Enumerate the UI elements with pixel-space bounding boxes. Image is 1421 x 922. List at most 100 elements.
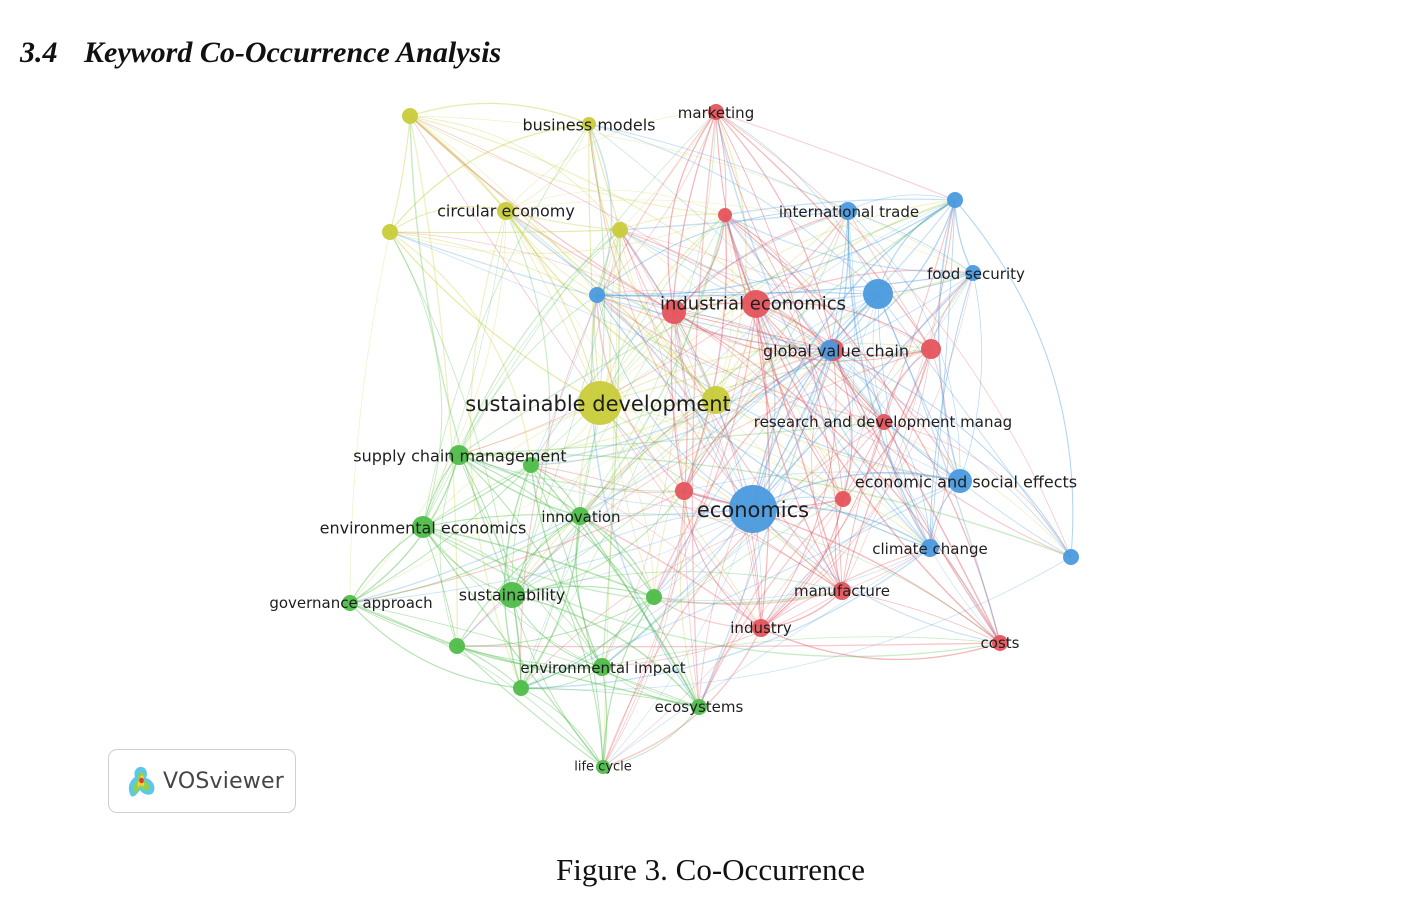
co-occurrence-link (422, 526, 843, 605)
keyword-node-life-cycle[interactable] (596, 760, 610, 774)
keyword-label-research-and-development-manag: research and development manag (754, 413, 1012, 431)
keyword-label-marketing: marketing (678, 104, 754, 122)
keyword-node-costs[interactable] (992, 635, 1008, 651)
keyword-node-yellow-d[interactable] (702, 386, 730, 414)
co-occurrence-link (456, 515, 581, 647)
co-occurrence-link (596, 294, 834, 351)
co-occurrence-link (653, 596, 762, 629)
co-occurrence-link (511, 464, 532, 596)
keyword-node-green-c[interactable] (449, 638, 465, 654)
co-occurrence-link (458, 399, 717, 456)
keyword-node-yellow-c[interactable] (612, 222, 628, 238)
co-occurrence-link (619, 229, 844, 500)
keyword-node-green-d[interactable] (513, 680, 529, 696)
keyword-node-yellow-a[interactable] (402, 108, 418, 124)
co-occurrence-link (841, 590, 1001, 644)
keyword-node-blue-a[interactable] (947, 192, 963, 208)
co-occurrence-link (530, 464, 843, 592)
co-occurrence-link (389, 229, 621, 234)
keyword-node-red-d[interactable] (835, 491, 851, 507)
keyword-node-green-b[interactable] (646, 589, 662, 605)
keyword-node-business-models[interactable] (582, 117, 596, 131)
keyword-node-economic-and-social-effects[interactable] (948, 469, 972, 493)
keyword-node-governance-approach[interactable] (342, 595, 358, 611)
co-occurrence-link (588, 123, 831, 351)
co-occurrence-link (929, 199, 956, 549)
co-occurrence-link (349, 602, 603, 668)
keyword-node-marketing[interactable] (708, 104, 724, 120)
co-occurrence-link (667, 111, 717, 313)
co-occurrence-link (841, 199, 956, 592)
co-occurrence-link (847, 210, 974, 274)
keyword-node-red-c[interactable] (921, 339, 941, 359)
keyword-label-governance-approach: governance approach (269, 594, 432, 612)
co-occurrence-link (530, 464, 762, 629)
co-occurrence-link (619, 213, 726, 231)
co-occurrence-link (511, 594, 604, 768)
keyword-node-green-a[interactable] (523, 457, 539, 473)
co-occurrence-link (715, 111, 727, 216)
co-occurrence-link (505, 111, 717, 212)
keyword-node-industry[interactable] (752, 619, 770, 637)
co-occurrence-link (755, 210, 849, 305)
co-occurrence-link (760, 627, 1001, 661)
co-occurrence-link (755, 303, 961, 482)
co-occurrence-link (530, 399, 717, 466)
co-occurrence-link (602, 311, 687, 768)
co-occurrence-link (602, 596, 655, 768)
keyword-node-economics[interactable] (729, 485, 777, 533)
co-occurrence-link (683, 214, 728, 492)
co-occurrence-link (698, 498, 844, 708)
keyword-node-international-trade[interactable] (839, 202, 857, 220)
keyword-node-manufacture[interactable] (833, 582, 851, 600)
keyword-node-environmental-impact[interactable] (593, 658, 611, 676)
keyword-node-blue-e[interactable] (820, 340, 840, 360)
keyword-label-life-cycle: life cycle (574, 760, 632, 775)
keyword-node-blue-c[interactable] (589, 287, 605, 303)
keyword-node-food-security[interactable] (965, 265, 981, 281)
co-occurrence-link (596, 272, 974, 297)
co-occurrence-link (760, 547, 931, 629)
co-occurrence-link (458, 454, 604, 768)
co-occurrence-link (505, 210, 551, 596)
keyword-node-red-b[interactable] (662, 300, 686, 324)
co-occurrence-link (715, 199, 956, 401)
keyword-node-industrial-economics[interactable] (742, 290, 770, 318)
keyword-node-innovation[interactable] (571, 507, 589, 525)
keyword-node-research-and-development-manag[interactable] (876, 414, 892, 430)
keyword-node-red-e[interactable] (675, 482, 693, 500)
co-occurrence-link (596, 210, 849, 296)
co-occurrence-link (389, 231, 961, 482)
keyword-node-circular-economy[interactable] (497, 202, 515, 220)
co-occurrence-link (877, 293, 1001, 644)
co-occurrence-link (422, 229, 621, 528)
co-occurrence-link (755, 303, 770, 629)
co-occurrence-link (599, 402, 762, 629)
co-occurrence-link (422, 526, 458, 647)
keyword-label-global-value-chain: global value chain (763, 342, 909, 361)
keyword-node-supply-chain-management[interactable] (449, 445, 469, 465)
keyword-node-environmental-economics[interactable] (412, 516, 434, 538)
co-occurrence-link (842, 272, 974, 500)
keyword-node-climate-change[interactable] (921, 539, 939, 557)
co-occurrence-link (389, 115, 411, 233)
co-occurrence-link (760, 421, 885, 629)
co-occurrence-link (511, 311, 675, 596)
keyword-node-blue-d[interactable] (1063, 549, 1079, 565)
co-occurrence-link (954, 199, 1074, 558)
co-occurrence-link (389, 231, 717, 401)
keyword-node-sustainable-development[interactable] (578, 381, 622, 425)
co-occurrence-link (588, 123, 879, 295)
co-occurrence-link (530, 214, 726, 466)
co-occurrence-link (760, 348, 932, 629)
keyword-node-ecosystems[interactable] (691, 699, 707, 715)
keyword-node-sustainability[interactable] (499, 582, 525, 608)
co-occurrence-link (458, 454, 581, 517)
keyword-node-red-a[interactable] (718, 208, 732, 222)
keyword-node-blue-b[interactable] (863, 279, 893, 309)
co-occurrence-link (409, 115, 513, 596)
co-occurrence-link (698, 349, 831, 708)
keyword-node-yellow-b[interactable] (382, 224, 398, 240)
co-occurrence-link (511, 594, 603, 668)
co-occurrence-link (409, 115, 601, 404)
